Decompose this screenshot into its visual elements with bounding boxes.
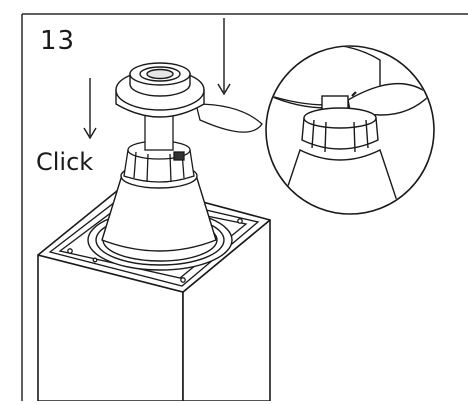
click-arrow-icon	[83, 78, 97, 140]
arrow-down-icon	[217, 18, 231, 96]
rubber-collar	[87, 163, 233, 271]
panel-frame	[21, 13, 468, 401]
terminal-cap	[115, 62, 205, 118]
step-number: 13	[40, 26, 76, 56]
wind-fin	[195, 103, 263, 133]
detail-magnifier	[265, 45, 435, 215]
chimney-box	[37, 181, 271, 402]
click-label: Click	[36, 148, 94, 176]
clip-ring	[123, 140, 195, 183]
